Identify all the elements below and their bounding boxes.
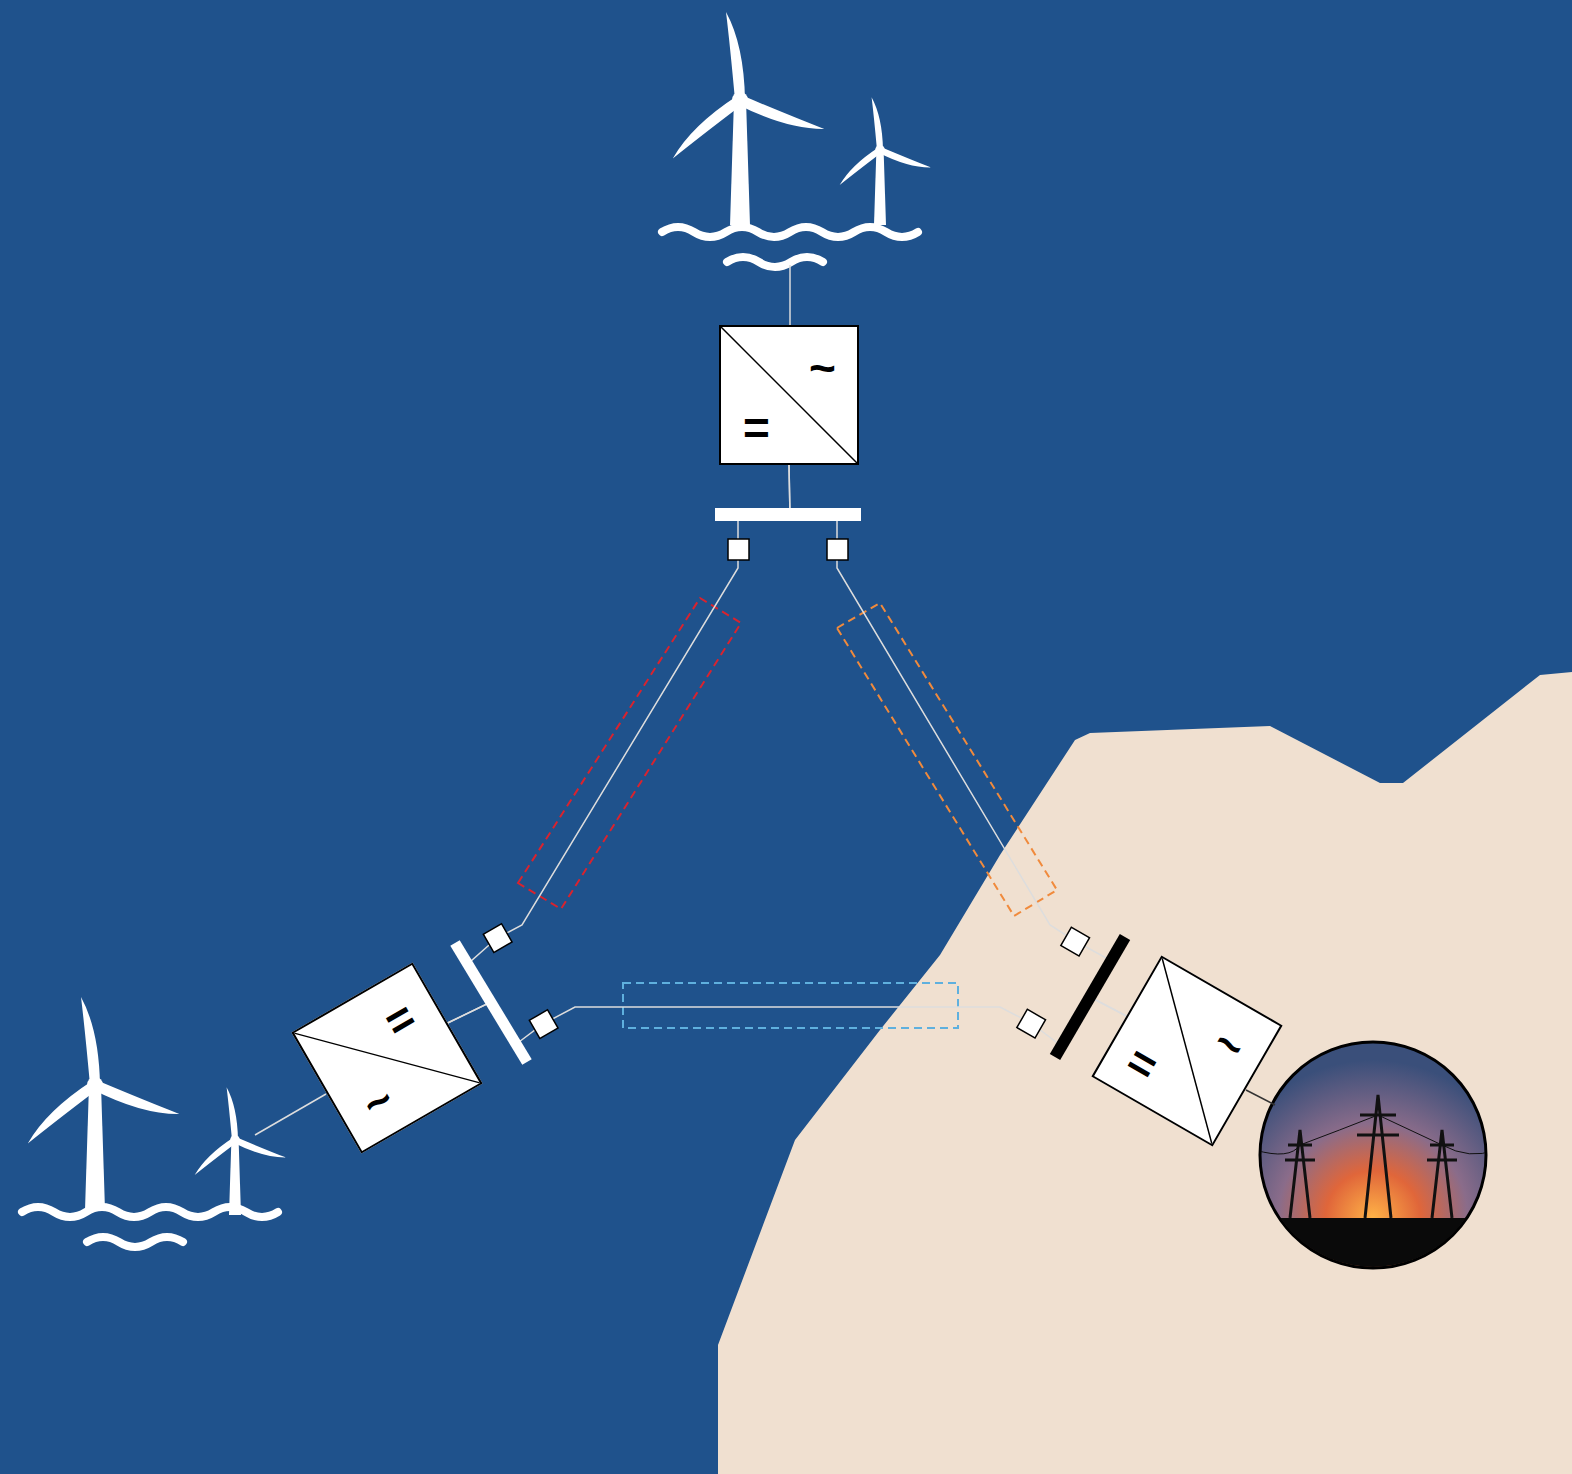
converter-symbol: ~ [809,345,836,391]
converter-box: ~= [719,325,859,465]
busbar [715,508,861,521]
converter-symbol: = [743,405,770,451]
cable-highlight-orange [837,603,1057,916]
turbine-feeder [789,265,791,326]
grid-picture [1255,1042,1495,1278]
breaker [529,1010,558,1039]
breaker [483,924,512,953]
breaker [827,539,848,560]
busbar [455,943,527,1062]
wind-farm-left [18,997,286,1247]
converter-symbol: = [1119,1037,1165,1090]
cable-highlight-blue [623,983,958,1028]
wind-farm-top [662,12,931,267]
converter-symbol: ~ [1206,1018,1252,1071]
breaker [1061,927,1090,956]
dc-cable [448,465,790,1023]
dc-cable [448,997,1127,1045]
converter-diagonal [721,327,857,463]
turbine-feeder [255,1094,326,1135]
breaker [728,539,749,560]
land [718,672,1572,1474]
breaker [1017,1009,1046,1038]
grid-feeder [1246,1090,1275,1105]
cable-highlight-red [518,598,741,909]
converter-symbol: ~ [355,1075,401,1128]
dc-cable [789,465,1126,1016]
converter-symbol: = [377,993,423,1046]
